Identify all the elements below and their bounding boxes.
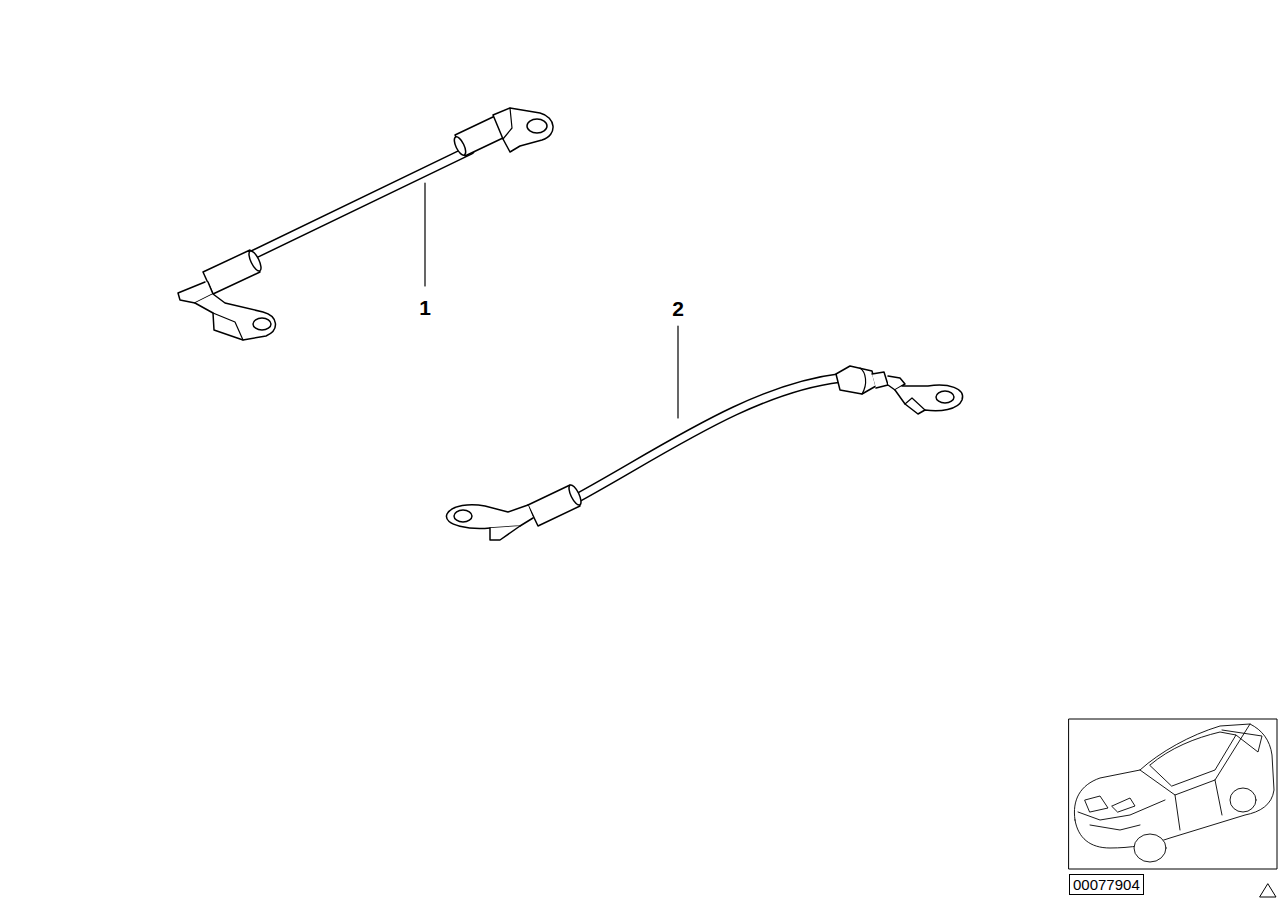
vehicle-thumbnail-frame: [1069, 719, 1277, 869]
diagram-number: 00077904: [1070, 875, 1143, 894]
revision-triangle: [1260, 884, 1276, 897]
diagram-number-box: 00077904: [1069, 874, 1144, 895]
ground-cable: [446, 366, 962, 540]
ground-cable: [178, 108, 553, 340]
callout-number: 1: [419, 297, 431, 318]
vehicle-thumbnail: [1074, 724, 1274, 862]
leader-line: [424, 183, 425, 286]
leader-line: [677, 326, 678, 418]
callout-number: 2: [672, 298, 684, 319]
